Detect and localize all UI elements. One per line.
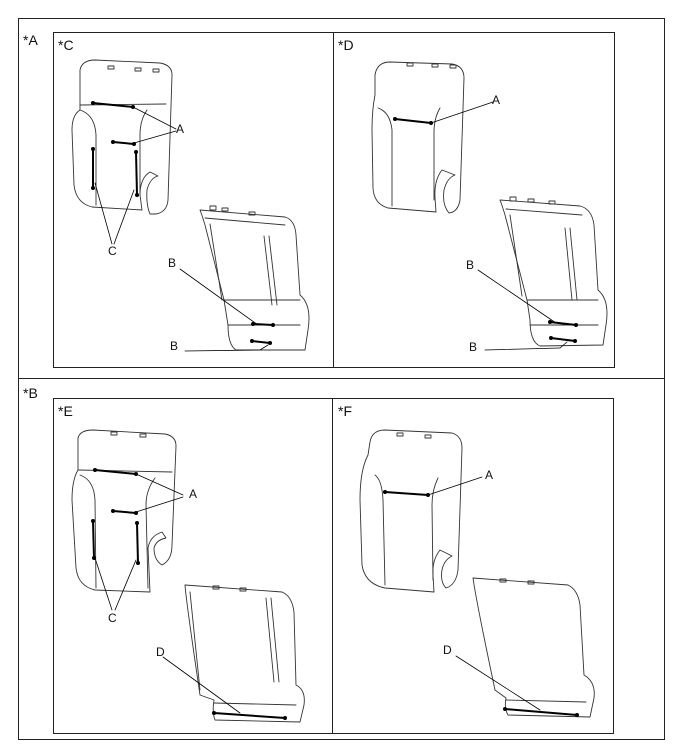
- callout-a-d: A: [492, 93, 501, 107]
- leader-lines-c: [94, 106, 177, 245]
- callout-c-c: C: [108, 244, 117, 258]
- seatback-cover-rear-c: [199, 205, 310, 351]
- section-label-a: *A: [23, 32, 38, 48]
- panel-d: [333, 32, 615, 368]
- seatback-cover-front-c: [71, 59, 173, 215]
- callout-b2-c: B: [170, 339, 179, 353]
- panel-label-e: *E: [58, 403, 73, 419]
- callout-d-e: D: [156, 645, 165, 659]
- seatback-cover-rear-f: [472, 577, 595, 718]
- seatback-cover-rear-d: [499, 196, 608, 347]
- callout-a-c: A: [176, 122, 185, 136]
- section-divider: [18, 378, 665, 379]
- panel-label-f: *F: [338, 403, 352, 419]
- panel-label-d: *D: [338, 37, 354, 53]
- seatback-cover-front-d: [371, 61, 465, 214]
- section-label-b: *B: [23, 385, 38, 401]
- hog-rings-c: [92, 102, 138, 196]
- figure-frame: [18, 18, 665, 740]
- seatback-cover-front-f: [359, 429, 463, 593]
- callout-b2-d: B: [469, 340, 478, 354]
- callout-d-f: D: [443, 643, 452, 657]
- callout-b1-c: B: [168, 256, 177, 270]
- callout-a-e: A: [189, 487, 198, 501]
- seatback-cover-front-e: [71, 429, 177, 593]
- panel-label-c: *C: [58, 37, 74, 53]
- callout-a-f: A: [485, 468, 494, 482]
- panel-e: [53, 398, 335, 734]
- callout-b1-d: B: [466, 258, 475, 272]
- panel-f: [332, 398, 614, 734]
- seatback-cover-rear-e: [184, 584, 305, 723]
- callout-c-e: C: [108, 611, 117, 625]
